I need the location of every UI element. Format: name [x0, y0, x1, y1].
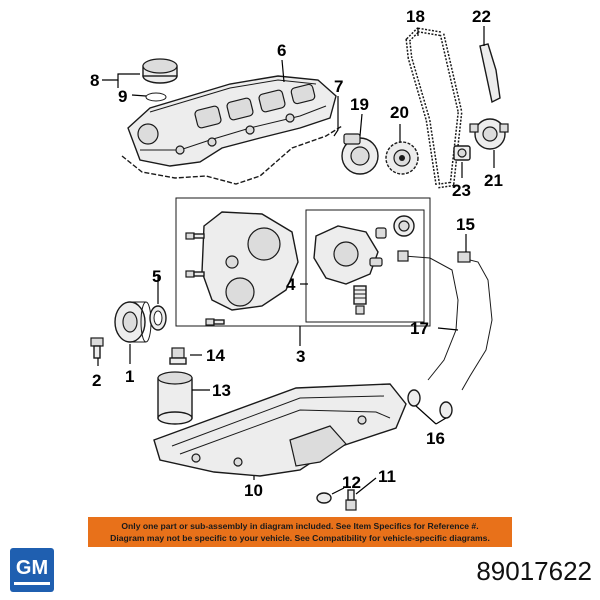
callout-20: 20: [390, 103, 409, 122]
chain-tensioner: [453, 145, 471, 161]
oil-filler-cap: [142, 58, 178, 84]
o-ring-2: [439, 401, 453, 419]
part-number: 89017622: [476, 556, 592, 586]
oil-filter: [157, 371, 193, 425]
oil-pan: [153, 383, 407, 477]
oil-pressure-sensor: [169, 347, 187, 365]
balancer-bolt: [90, 337, 104, 359]
dipstick-tube: [397, 250, 459, 381]
callout-23: 23: [452, 181, 471, 200]
cover-bolts: [185, 232, 225, 326]
valve-cover-gasket: [121, 125, 343, 185]
timing-cover: [201, 211, 299, 311]
callout-10: 10: [244, 481, 263, 500]
filler-cap-seal: [145, 92, 167, 102]
callout-21: 21: [484, 171, 503, 190]
o-ring-1: [407, 389, 421, 407]
callout-6: 6: [277, 41, 286, 60]
chain-guide: [479, 43, 501, 104]
drain-plug-washer: [316, 492, 332, 504]
drain-plug: [345, 489, 357, 511]
camshaft-sprocket: [385, 141, 419, 175]
dipstick: [457, 251, 493, 391]
callout-5: 5: [152, 267, 161, 286]
callout-9: 9: [118, 87, 127, 106]
callout-12: 12: [342, 473, 361, 492]
compatibility-notice: Only one part or sub-assembly in diagram…: [88, 517, 512, 547]
callout-17: 17: [410, 319, 429, 338]
timing-chain: [405, 27, 463, 189]
callout-4: 4: [286, 275, 296, 294]
camshaft-phaser: [341, 133, 379, 175]
gm-logo-text: GM: [14, 554, 50, 585]
callout-3: 3: [296, 347, 305, 366]
notice-line-1: Only one part or sub-assembly in diagram…: [121, 521, 479, 531]
callout-15: 15: [456, 215, 475, 234]
callout-7: 7: [334, 77, 343, 96]
oil-pump: [313, 215, 415, 315]
front-seal: [149, 305, 167, 331]
callout-8: 8: [90, 71, 99, 90]
notice-line-2: Diagram may not be specific to your vehi…: [110, 533, 490, 543]
callout-11: 11: [378, 467, 396, 486]
callout-22: 22: [472, 7, 491, 26]
oil-pump-box: [305, 209, 425, 323]
valve-cover: [127, 75, 337, 167]
callout-18: 18: [406, 7, 425, 26]
callout-19: 19: [350, 95, 369, 114]
callout-1: 1: [125, 367, 134, 386]
front-cover-assembly-box: [175, 197, 431, 327]
crankshaft-balancer: [114, 301, 152, 343]
callout-2: 2: [92, 371, 101, 390]
gm-logo: GM: [10, 548, 54, 592]
callout-13: 13: [212, 381, 231, 400]
callout-14: 14: [206, 346, 225, 365]
water-pump: [469, 118, 509, 150]
leader-lines: [97, 26, 495, 495]
callout-16: 16: [426, 429, 445, 448]
